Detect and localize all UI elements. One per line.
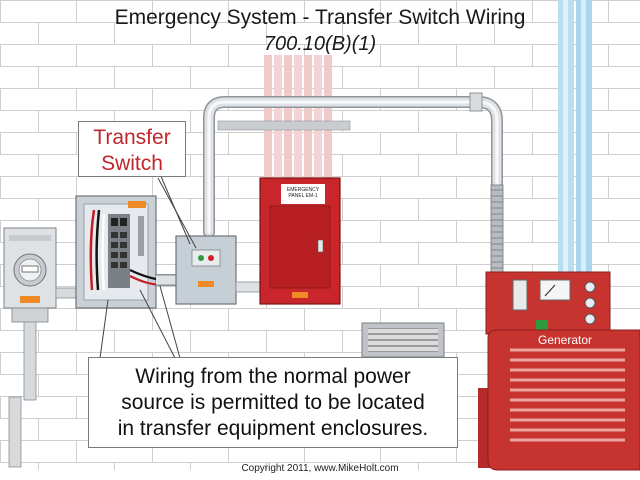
callout-line-1: Transfer bbox=[93, 126, 171, 149]
meter-riser bbox=[23, 321, 37, 401]
callout-line-2: Switch bbox=[101, 152, 163, 175]
note-line-2: source is permitted to be located bbox=[121, 391, 425, 414]
code-reference: 700.10(B)(1) bbox=[263, 33, 377, 55]
main-conduit bbox=[203, 96, 503, 238]
vertical-conduits bbox=[264, 55, 332, 180]
copyright-text: Copyright 2011, www.MikeHolt.com bbox=[241, 463, 399, 474]
ep-label-line-1: EMERGENCY bbox=[286, 187, 320, 193]
ep-label-line-2: PANEL EM-1 bbox=[288, 193, 318, 199]
wall-vent bbox=[361, 322, 445, 358]
note-line-3: in transfer equipment enclosures. bbox=[117, 417, 429, 440]
generator-label: Generator bbox=[537, 333, 593, 347]
generator bbox=[478, 271, 640, 471]
explanation-note: Wiring from the normal power source is p… bbox=[88, 357, 458, 448]
note-line-1: Wiring from the normal power bbox=[135, 365, 411, 388]
leader-lines bbox=[99, 159, 197, 359]
utility-meter bbox=[3, 227, 57, 468]
flex-conduit bbox=[490, 184, 504, 276]
pipe-strap bbox=[469, 92, 483, 112]
emergency-panel-label: EMERGENCY PANEL EM-1 bbox=[281, 184, 325, 204]
emergency-panel bbox=[259, 177, 341, 305]
diagram-title: Emergency System - Transfer Switch Wirin… bbox=[114, 6, 526, 29]
service-panel bbox=[75, 195, 161, 309]
transfer-switch bbox=[175, 235, 261, 305]
transfer-switch-callout: Transfer Switch bbox=[78, 121, 186, 177]
strut-channel bbox=[217, 120, 351, 131]
